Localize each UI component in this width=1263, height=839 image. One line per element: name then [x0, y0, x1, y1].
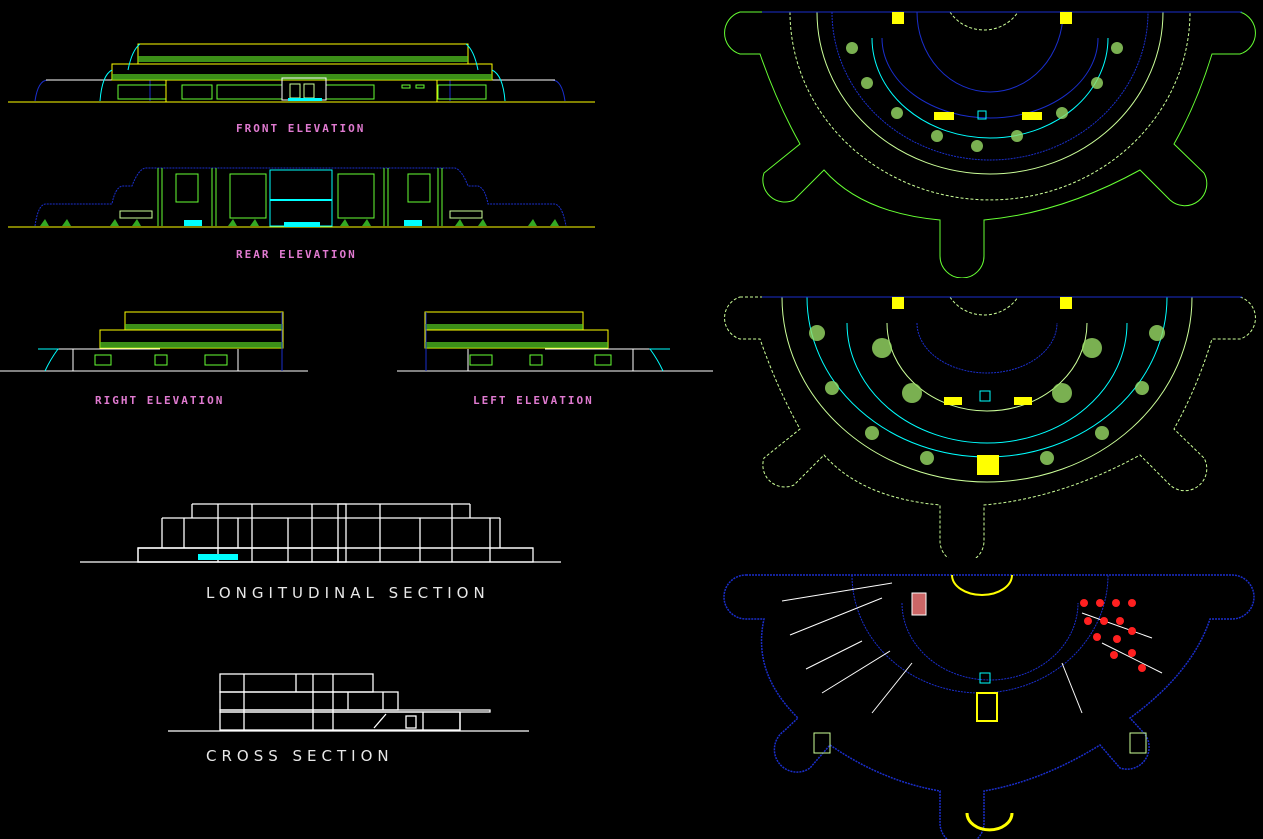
rear-elevation-drawing [0, 160, 600, 235]
front-elevation-label: FRONT ELEVATION [236, 122, 366, 135]
longitudinal-section-drawing [80, 500, 565, 565]
right-elevation-label: RIGHT ELEVATION [95, 394, 225, 407]
rear-elevation-label: REAR ELEVATION [236, 248, 357, 261]
longitudinal-section-label: LONGITUDINAL SECTION [206, 584, 490, 602]
front-elevation-drawing [0, 30, 600, 110]
upper-floor-plan [722, 8, 1257, 278]
left-elevation-label: LEFT ELEVATION [473, 394, 594, 407]
cross-section-drawing [168, 670, 533, 735]
left-elevation-drawing [395, 310, 715, 375]
typical-floor-plan [722, 293, 1257, 558]
cross-section-label: CROSS SECTION [206, 747, 394, 765]
right-elevation-drawing [0, 310, 310, 375]
ground-floor-plan [722, 573, 1257, 839]
